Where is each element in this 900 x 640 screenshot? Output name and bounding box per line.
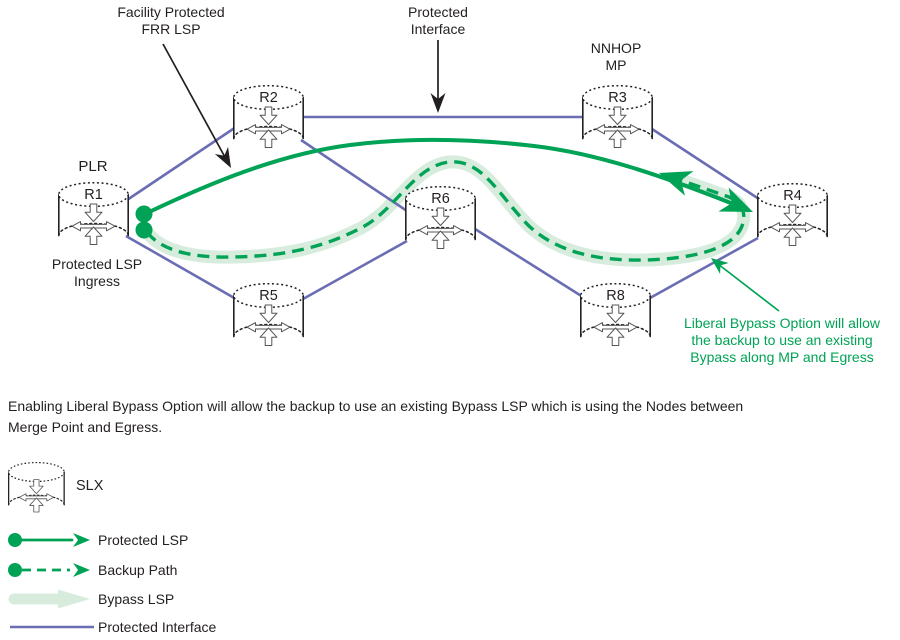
link-r5-r6 (302, 239, 408, 301)
router-r4: R4 (756, 182, 829, 247)
nnhop-line2: MP (605, 57, 627, 73)
link-r8-r4 (649, 236, 759, 300)
legend-slx-label: SLX (76, 478, 104, 494)
arrowhead-icon (73, 563, 90, 577)
protected-lsp-origin-dot (135, 205, 153, 223)
router-label: R3 (608, 90, 627, 106)
legend-label-backup-path: Backup Path (98, 562, 178, 578)
legend-protected-lsp-sample (8, 533, 90, 547)
plr-text: PLR (78, 158, 108, 175)
liberal-note-line1: Liberal Bypass Option will allow (683, 315, 881, 331)
protected-lsp-path (145, 137, 759, 224)
legend-slx-icon (7, 461, 65, 513)
router-label: R2 (259, 90, 278, 106)
protected-interface-callout-arrow (430, 40, 446, 113)
origin-dot-icon (8, 533, 22, 547)
router-r2: R2 (233, 84, 305, 149)
router-r1: R1 (57, 181, 129, 246)
liberal-bypass-note: Liberal Bypass Option will allow the bac… (664, 315, 900, 366)
liberal-bypass-callout-arrow (706, 252, 780, 312)
nnhop-mp-label: NNHOP MP (556, 40, 676, 74)
router-label: R1 (84, 187, 103, 203)
legend-label-protected-lsp: Protected LSP (98, 532, 189, 548)
facility-label-line2: FRR LSP (141, 21, 201, 37)
legend-label-protected-interface: Protected Interface (98, 619, 217, 635)
link-r1-r5 (125, 234, 237, 301)
link-r3-r4 (651, 127, 760, 201)
router-r8: R8 (579, 282, 652, 347)
facility-label-line1: Facility Protected (117, 4, 225, 20)
router-label: R4 (783, 188, 802, 204)
origin-dot-icon (8, 563, 22, 577)
protected-interface-line2: Interface (410, 21, 466, 37)
router-label: R8 (606, 288, 625, 304)
link-r6-r8 (474, 227, 584, 299)
router-r5: R5 (233, 282, 305, 347)
protected-interface-line1: Protected (408, 4, 468, 20)
backup-path (145, 160, 746, 262)
facility-callout-arrow (162, 43, 238, 172)
ingress-line1: Protected LSP (51, 256, 143, 272)
legend-backup-path-sample (8, 563, 90, 577)
liberal-note-line2: the backup to use an existing (691, 332, 873, 348)
ingress-line2: Ingress (74, 273, 120, 289)
nnhop-line1: NNHOP (590, 40, 642, 56)
router-r3: R3 (581, 84, 654, 149)
router-label: R5 (259, 288, 278, 304)
link-r1-r2 (126, 125, 237, 202)
arrowhead-icon (214, 146, 238, 172)
protected-lsp-ingress-label: Protected LSP Ingress (13, 256, 181, 290)
arrowhead-icon (73, 533, 90, 547)
router-label: R6 (431, 191, 450, 207)
protected-interface-label: Protected Interface (363, 4, 513, 38)
backup-path-origin-dot (135, 221, 153, 239)
caption-line2: Merge Point and Egress. (8, 419, 163, 435)
router-r6: R6 (404, 185, 477, 250)
caption-line1: Enabling Liberal Bypass Option will allo… (8, 398, 744, 414)
routers: R1 R2 R3 R4 R5 R6 (57, 84, 829, 347)
figure-caption: Enabling Liberal Bypass Option will allo… (8, 396, 858, 438)
plr-label: PLR (43, 158, 143, 175)
legend-bypass-lsp-sample (8, 589, 90, 609)
legend-label-bypass-lsp: Bypass LSP (98, 591, 175, 607)
band-arrowhead-icon (58, 589, 90, 609)
liberal-note-line3: Bypass along MP and Egress (690, 349, 874, 365)
facility-frr-lsp-label: Facility Protected FRR LSP (96, 4, 246, 38)
